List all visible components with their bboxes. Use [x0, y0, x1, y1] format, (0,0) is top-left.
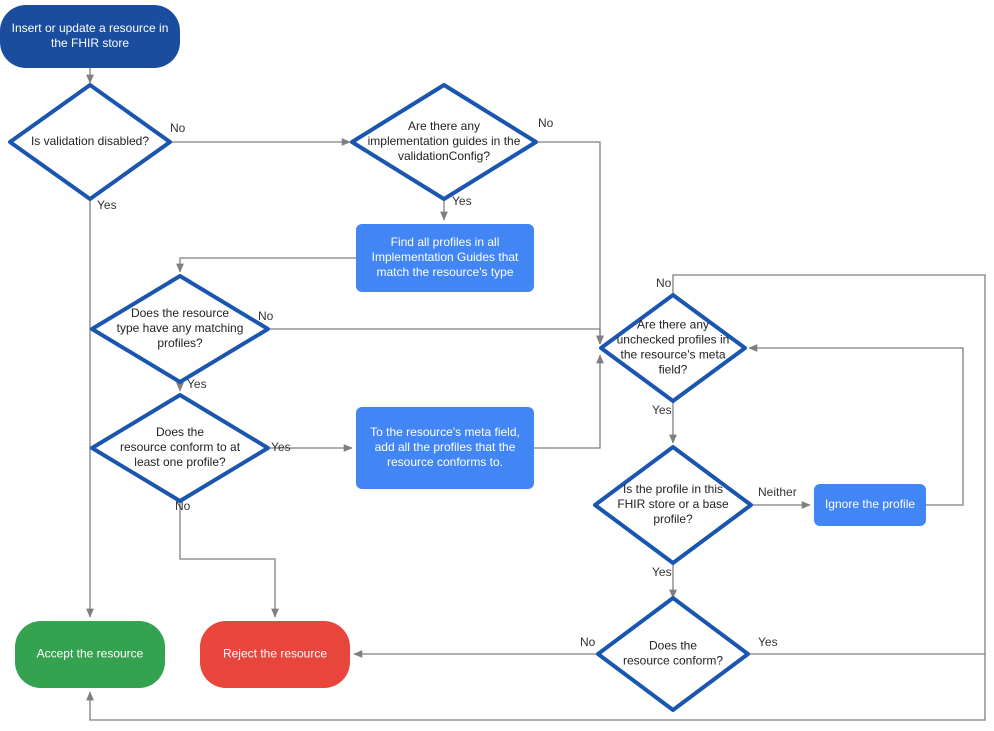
- node-label-matching-profiles: type have any matching: [117, 321, 244, 335]
- node-label-matching-profiles: profiles?: [157, 336, 203, 350]
- node-label-reject: Reject the resource: [223, 647, 327, 661]
- node-accept[interactable]: Accept the resource: [15, 621, 165, 688]
- node-label-any-implementation-guides: validationConfig?: [398, 149, 490, 163]
- edge-conform-no: [179, 501, 279, 618]
- edge-label-matching-yes: Yes: [187, 377, 207, 391]
- node-label-conform-one-profile: Does the: [156, 425, 204, 439]
- edge-label-ig-yes: Yes: [452, 194, 472, 208]
- node-label-profile-in-store: profile?: [653, 512, 693, 526]
- node-label-start: Insert or update a resource in: [12, 21, 169, 35]
- terminator-shape-start: [0, 5, 180, 68]
- node-validation-disabled[interactable]: Is validation disabled?: [8, 83, 172, 201]
- edge-label-unchecked-yes: Yes: [652, 403, 672, 417]
- terminator-shape-reject: [200, 621, 350, 688]
- decision-shape-any-implementation-guides: [350, 83, 538, 201]
- node-label-unchecked-profiles: Are there any: [637, 318, 709, 332]
- node-add-profiles-meta[interactable]: To the resource's meta field,add all the…: [356, 407, 534, 489]
- process-shape-find-profiles: [356, 224, 534, 292]
- node-label-validation-disabled: Is validation disabled?: [31, 134, 149, 148]
- node-label-add-profiles-meta: resource conforms to.: [387, 455, 503, 469]
- edges-layer: [86, 68, 986, 721]
- edge-unchecked-no: [86, 274, 986, 721]
- edge-ignore-loop: [748, 344, 964, 506]
- edge-label-unchecked-no: No: [656, 276, 672, 290]
- node-label-profile-in-store: FHIR store or a base: [617, 497, 729, 511]
- decision-shape-unchecked-profiles: [599, 293, 747, 403]
- node-label-resource-conform: resource conform?: [623, 654, 723, 668]
- node-label-find-profiles: match the resource's type: [376, 265, 513, 279]
- edge-add-meta-to-unchecked: [534, 354, 604, 449]
- node-label-conform-one-profile: resource conform to at: [120, 440, 241, 454]
- decision-shape-resource-conform: [596, 596, 750, 712]
- node-ignore-profile[interactable]: Ignore the profile: [814, 484, 926, 526]
- node-label-any-implementation-guides: implementation guides in the: [368, 134, 521, 148]
- node-label-add-profiles-meta: add all the profiles that the: [375, 440, 516, 454]
- edge-label-ig-no: No: [538, 116, 554, 130]
- decision-shape-matching-profiles: [90, 274, 270, 384]
- edge-label-profile-neither: Neither: [758, 485, 797, 499]
- edge-label-conform-final-yes: Yes: [758, 635, 778, 649]
- node-label-unchecked-profiles: unchecked profiles in: [617, 333, 730, 347]
- edge-label-validation-no: No: [170, 121, 186, 135]
- edge-label-validation-yes: Yes: [97, 198, 117, 212]
- edge-ig-no: [536, 141, 604, 345]
- edge-label-conform-yes: Yes: [271, 440, 291, 454]
- node-label-resource-conform: Does the: [649, 639, 697, 653]
- edge-matching-no: [268, 328, 604, 345]
- edge-label-conform-no: No: [175, 499, 191, 513]
- node-label-ignore-profile: Ignore the profile: [825, 497, 915, 511]
- process-shape-add-profiles-meta: [356, 407, 534, 489]
- node-label-any-implementation-guides: Are there any: [408, 119, 480, 133]
- node-label-start: the FHIR store: [51, 36, 129, 50]
- edge-find-to-matching: [176, 257, 356, 273]
- node-label-matching-profiles: Does the resource: [131, 306, 229, 320]
- node-label-add-profiles-meta: To the resource's meta field,: [370, 425, 520, 439]
- decision-shape-conform-one-profile: [90, 393, 270, 503]
- decision-shape-validation-disabled: [8, 83, 172, 201]
- edge-label-conform-final-no: No: [580, 635, 596, 649]
- node-reject[interactable]: Reject the resource: [200, 621, 350, 688]
- process-shape-ignore-profile: [814, 484, 926, 526]
- node-label-find-profiles: Implementation Guides that: [372, 250, 519, 264]
- edge-label-matching-no: No: [258, 309, 274, 323]
- decision-shape-profile-in-store: [593, 445, 753, 565]
- node-label-find-profiles: Find all profiles in all: [391, 235, 500, 249]
- node-label-profile-in-store: Is the profile in this: [623, 482, 723, 496]
- node-label-unchecked-profiles: field?: [659, 363, 688, 377]
- terminator-shape-accept: [15, 621, 165, 688]
- node-label-accept: Accept the resource: [37, 647, 144, 661]
- edge-label-profile-yes: Yes: [652, 565, 672, 579]
- node-label-unchecked-profiles: the resource's meta: [620, 348, 725, 362]
- node-label-conform-one-profile: least one profile?: [134, 455, 226, 469]
